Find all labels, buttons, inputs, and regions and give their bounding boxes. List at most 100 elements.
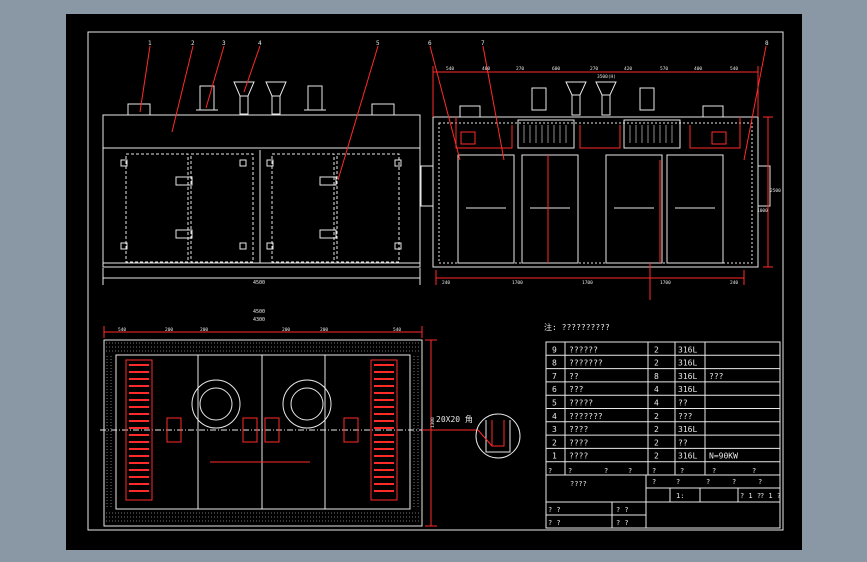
dim: 200 — [165, 327, 173, 333]
bom-cell-qty: 4 — [654, 385, 659, 394]
callout-5: 5 — [376, 40, 380, 47]
bom-cell-name: ?? — [569, 372, 579, 381]
scale-value: 1: — [676, 492, 684, 500]
dim: 200 — [320, 327, 328, 333]
callout-4: 4 — [258, 40, 262, 47]
side-view-labels: 6 7 8 540 400 270 600 270 420 570 400 54… — [428, 40, 781, 286]
dim: 540 — [446, 66, 454, 72]
bom-cell-name: ??????? — [569, 412, 603, 421]
callout-8: 8 — [765, 40, 769, 47]
dim: 270 — [590, 66, 598, 72]
cart-4 — [666, 154, 724, 264]
dim: 1000 — [757, 208, 768, 214]
plan-inner-chamber — [115, 354, 411, 510]
dim: 540 — [118, 327, 126, 333]
bom-header-cell: ? — [712, 467, 716, 475]
bom-header-cell: ? — [604, 467, 608, 475]
bom-cell-note: N=90KW — [709, 452, 738, 461]
dim: 270 — [516, 66, 524, 72]
bom-cell-no: 5 — [552, 399, 557, 408]
dim: 200 — [282, 327, 290, 333]
side-view-red-details — [429, 45, 773, 300]
front-view-callout-leaders — [139, 45, 379, 181]
drawing-sheet — [66, 14, 802, 550]
fan-unit — [196, 85, 326, 111]
callout-1: 1 — [148, 40, 152, 47]
bom-cell-qty: 2 — [654, 412, 659, 421]
bom-header-cell: ? — [568, 467, 572, 475]
bom-cell-qty: 2 — [654, 438, 659, 447]
bom-cell-name: ??????? — [569, 359, 603, 368]
dim: 1300 — [430, 417, 436, 428]
dim: 200 — [200, 327, 208, 333]
bom-cell-name: ???? — [569, 452, 588, 461]
dim: 420 — [624, 66, 632, 72]
fan-housing-left — [191, 379, 241, 429]
top-unit — [127, 103, 151, 116]
bom-cell-note: ??? — [709, 372, 724, 381]
dim: 2500 — [770, 188, 781, 194]
bom-cell-qty: 2 — [654, 452, 659, 461]
cart-1 — [457, 154, 515, 264]
oven-body-front — [102, 114, 421, 268]
bom-cell-name: ???? — [569, 438, 588, 447]
plan-view — [100, 339, 425, 527]
bom-cell-no: 8 — [552, 359, 557, 368]
bom-cell-material: ??? — [678, 412, 693, 421]
dim: 1700 — [660, 280, 671, 286]
plan-view-labels: 4500 4300 540 200 200 200 200 540 1300 2… — [118, 309, 473, 428]
bom-header-cell: ? — [752, 467, 756, 475]
callout-7: 7 — [481, 40, 485, 47]
title-cell: ? — [652, 478, 656, 486]
title-cell: ? ? — [616, 519, 629, 527]
fan-housing-right — [282, 379, 332, 429]
title-block: ? ? ? ? ? ? ? ? ???? ? ? ? ? ? 1: ? 1 ? … — [548, 467, 781, 527]
bom-cell-no: 1 — [552, 452, 557, 461]
dim: 600 — [552, 66, 560, 72]
dim: 1700 — [512, 280, 523, 286]
heater-box-right — [623, 119, 681, 149]
dim: 240 — [442, 280, 450, 286]
drawing-border — [87, 31, 784, 531]
bom-cell-no: 3 — [552, 425, 557, 434]
bom-cell-no: 6 — [552, 385, 557, 394]
bom-cell-name: ?????? — [569, 345, 598, 354]
detail-label: 20X20 角 — [436, 414, 473, 424]
front-view — [102, 81, 421, 285]
sheet-count: ? 1 ? — [740, 492, 761, 500]
door-hinges — [120, 159, 402, 250]
plan-view-heaters — [103, 326, 478, 527]
bom-cell-qty: 2 — [654, 359, 659, 368]
dim: 1700 — [582, 280, 593, 286]
detail-circle — [475, 413, 521, 459]
front-length-dim: 4500 — [253, 280, 265, 286]
dim: 240 — [730, 280, 738, 286]
height-label: 3500(H) — [597, 74, 616, 80]
title-cell: ? — [676, 478, 680, 486]
bom-cell-qty: 4 — [654, 399, 659, 408]
bom-header-cell: ? — [628, 467, 632, 475]
bom-cell-qty: 2 — [654, 345, 659, 354]
callout-3: 3 — [222, 40, 226, 47]
title-cell: ? ? — [616, 506, 629, 514]
bom-cell-qty: 8 — [654, 372, 659, 381]
title-cell: ? — [732, 478, 736, 486]
bom-header-cell: ? — [548, 467, 552, 475]
notes-title: 注: ?????????? — [544, 322, 610, 332]
bom-cell-no: 2 — [552, 438, 557, 447]
dim: 540 — [730, 66, 738, 72]
bom-header-cell: ? — [652, 467, 656, 475]
bom-cell-material: 316L — [678, 385, 697, 394]
dim: 400 — [482, 66, 490, 72]
sheet-number: ? 1 ? — [760, 492, 781, 500]
bom-cell-name: ???? — [569, 425, 588, 434]
bom-cell-material: ?? — [678, 438, 688, 447]
cart-2 — [521, 154, 579, 264]
title-cell: ? — [706, 478, 710, 486]
bom-cell-qty: 2 — [654, 425, 659, 434]
front-view-callouts: 1 2 3 4 5 4500 — [148, 40, 380, 286]
bom-cell-no: 4 — [552, 412, 557, 421]
bom-table — [545, 341, 781, 529]
